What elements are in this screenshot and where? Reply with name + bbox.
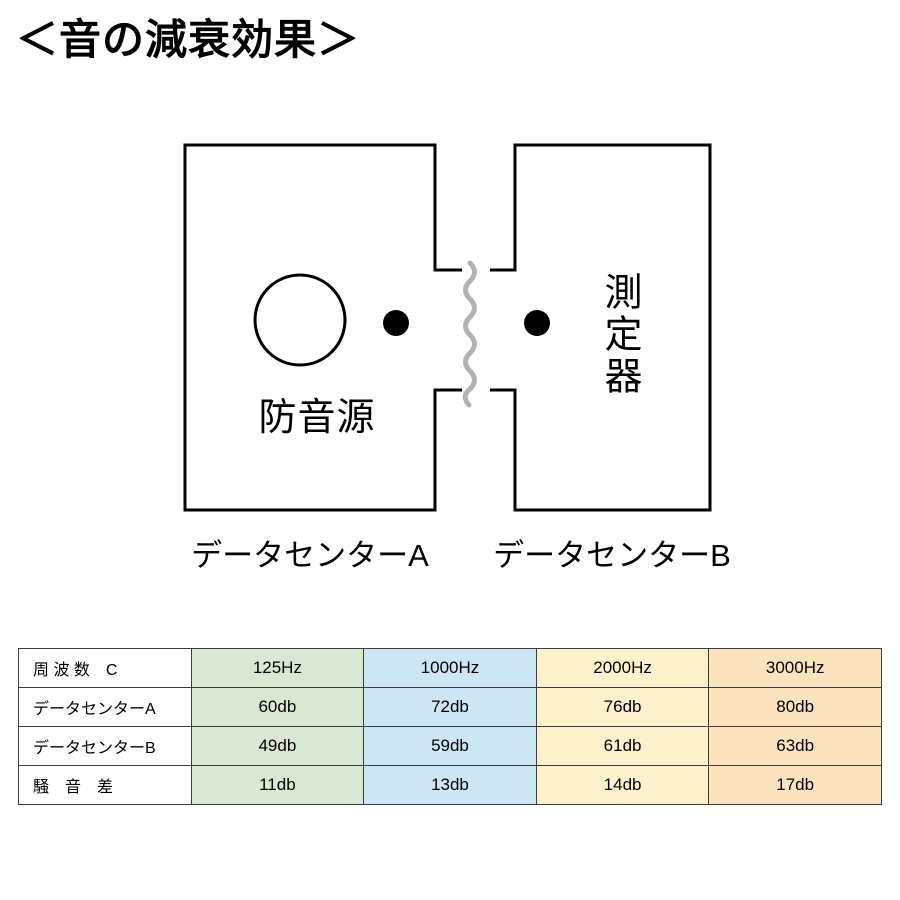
table-cell: 63db bbox=[708, 726, 882, 766]
header-1000hz: 1000Hz bbox=[363, 648, 537, 688]
partition-wavy-line bbox=[462, 260, 477, 408]
mic-point-b bbox=[524, 310, 550, 336]
header-frequency: 周 波 数 C bbox=[18, 648, 192, 688]
row-label: データセンターB bbox=[18, 726, 192, 766]
row-label: 騒 音 差 bbox=[18, 765, 192, 805]
table-cell: 59db bbox=[363, 726, 537, 766]
table-cell: 49db bbox=[190, 726, 365, 766]
page-title: ＜音の減衰効果＞ bbox=[16, 16, 361, 63]
table-row-noise-difference: 騒 音 差 11db 13db 14db 17db bbox=[18, 765, 882, 805]
header-125hz: 125Hz bbox=[190, 648, 365, 688]
row-label: データセンターA bbox=[18, 687, 192, 727]
table-header-row: 周 波 数 C 125Hz 1000Hz 2000Hz 3000Hz bbox=[18, 648, 882, 688]
room-a-outline bbox=[183, 143, 462, 512]
table-cell: 14db bbox=[535, 765, 710, 805]
diagram-canvas bbox=[183, 143, 712, 512]
room-b-label: データセンターB bbox=[493, 538, 731, 573]
table-cell: 61db bbox=[535, 726, 710, 766]
table-cell: 13db bbox=[363, 765, 537, 805]
table-cell: 76db bbox=[535, 687, 710, 727]
room-a-label: データセンターA bbox=[191, 538, 429, 573]
table-cell: 60db bbox=[190, 687, 365, 727]
sound-source-circle bbox=[253, 273, 347, 367]
table-row-datacenter-a: データセンターA 60db 72db 76db 80db bbox=[18, 687, 882, 727]
table-cell: 11db bbox=[190, 765, 365, 805]
sound-source-label: 防音源 bbox=[258, 397, 376, 439]
table-cell: 72db bbox=[363, 687, 537, 727]
meter-label: 測定器 bbox=[598, 272, 640, 398]
measurement-table: 周 波 数 C 125Hz 1000Hz 2000Hz 3000Hz データセン… bbox=[18, 648, 882, 805]
mic-point-a bbox=[383, 310, 409, 336]
room-b-outline bbox=[490, 143, 712, 512]
header-2000hz: 2000Hz bbox=[535, 648, 710, 688]
header-3000hz: 3000Hz bbox=[708, 648, 882, 688]
table-cell: 17db bbox=[708, 765, 882, 805]
attenuation-diagram: 防音源 測定器 データセンターA データセンターB bbox=[0, 120, 900, 590]
table-row-datacenter-b: データセンターB 49db 59db 61db 63db bbox=[18, 726, 882, 766]
table-cell: 80db bbox=[708, 687, 882, 727]
